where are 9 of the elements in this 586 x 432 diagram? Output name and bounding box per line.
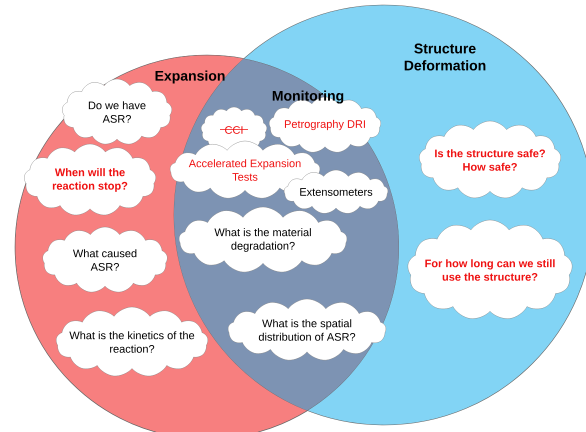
thought-cloud: Extensometers [284,170,388,214]
thought-cloud: What is the spatial distribution of ASR? [228,298,386,360]
thought-cloud: What is the material degradation? [178,206,348,272]
thought-cloud: Is the structure safe? How safe? [419,120,561,198]
circle-title: Structure Deformation [404,44,486,70]
thought-cloud: When will the reaction stop? [24,144,156,216]
thought-cloud: For how long can we still use the structure? [408,220,572,319]
thought-cloud: What is the kinetics of the reaction? [56,306,208,376]
thought-cloud: What caused ASR? [42,226,168,292]
